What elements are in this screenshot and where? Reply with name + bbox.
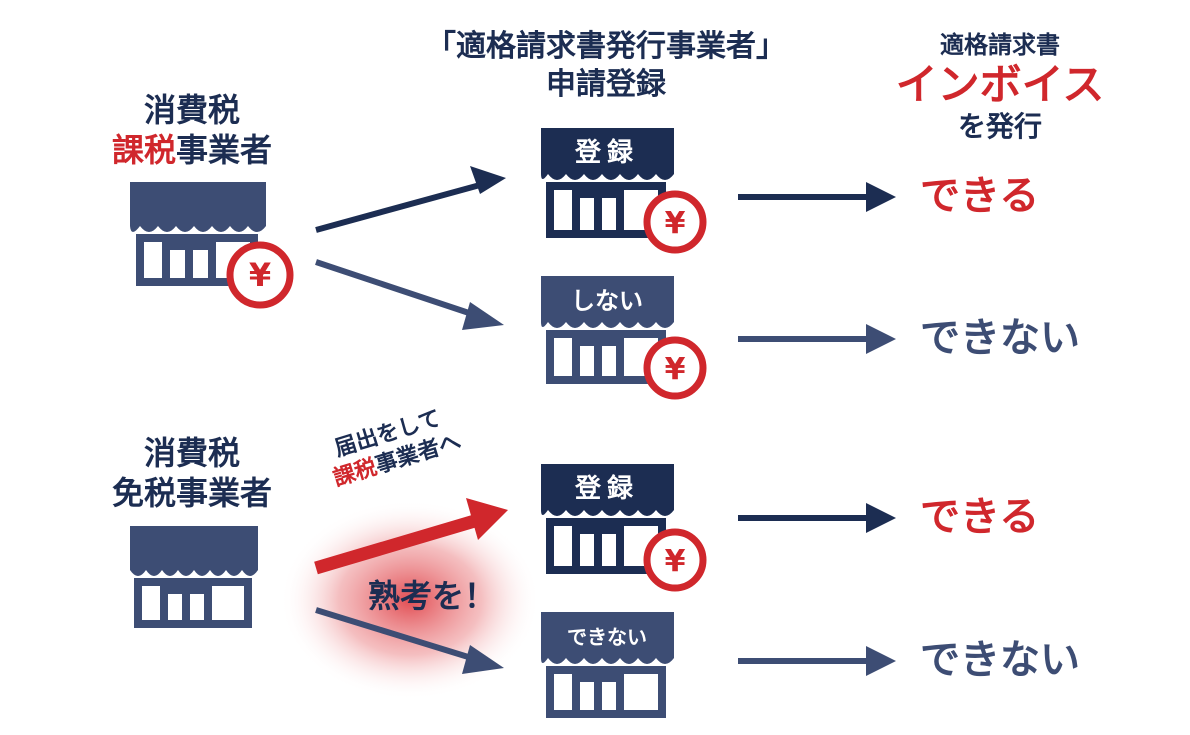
cannot-register-shop-icon (541, 612, 674, 718)
exempt-business-label: 消費税 免税事業者 (112, 433, 272, 513)
registered-shop-icon (541, 128, 674, 238)
arrow-taxable-to-not-registered (315, 259, 504, 330)
shop-label-registered-row1: 登録 (574, 138, 640, 168)
invoice-header-line2: インボイス (895, 60, 1105, 109)
taxable-business-label: 消費税 課税事業者 (112, 90, 272, 170)
outcome-row3: できる (920, 494, 1040, 540)
yen-symbol: ¥ (665, 352, 686, 387)
arrow-row1-outcome (738, 182, 896, 212)
shop-label-cannot-register: できない (567, 625, 647, 649)
yen-coin-icon: ¥ (643, 528, 707, 592)
exempt-shop-icon (130, 526, 258, 628)
registration-header-line2: 申請登録 (546, 67, 666, 102)
shop-label-registered-row3: 登録 (574, 474, 640, 504)
registration-header: 「適格請求書発行事業者」 申請登録 (426, 28, 786, 104)
arrow-row3-outcome (738, 503, 896, 533)
yen-symbol: ¥ (665, 544, 686, 579)
arrow-row4-outcome (738, 646, 896, 676)
yen-symbol: ¥ (665, 206, 686, 241)
invoice-header: 適格請求書 インボイス を発行 (896, 30, 1105, 144)
yen-symbol: ¥ (249, 256, 271, 294)
arrow-exempt-to-registered-red (314, 498, 508, 575)
exempt-prefix: 免税 (111, 474, 176, 512)
taxable-business-line1: 消費税 (143, 91, 240, 129)
taxable-highlight: 課税 (111, 131, 176, 169)
arrow-exempt-to-cannot-register (315, 607, 504, 674)
outcome-row4: できない (920, 637, 1080, 683)
shop-label-not-registered: しない (571, 287, 643, 315)
consider-note: 熟考を！ (368, 577, 497, 615)
arrow-taxable-to-registered (315, 166, 506, 233)
arrow-row2-outcome (738, 324, 896, 354)
yen-coin-icon: ¥ (643, 190, 707, 254)
yen-coin-icon: ¥ (643, 336, 707, 400)
exempt-business-line1: 消費税 (143, 434, 240, 472)
exempt-business-suffix: 事業者 (176, 474, 273, 512)
outcome-row1: できる (920, 173, 1040, 219)
invoice-header-line3: を発行 (957, 110, 1042, 143)
taxable-business-suffix: 事業者 (176, 131, 273, 169)
taxable-business-line2: 課税事業者 (112, 130, 272, 170)
not-registered-shop-icon (541, 276, 674, 384)
invoice-header-line1: 適格請求書 (940, 31, 1060, 59)
exempt-business-line2: 免税事業者 (112, 473, 272, 513)
registration-header-line1: 「適格請求書発行事業者」 (426, 29, 786, 64)
yen-coin-icon: ¥ (226, 241, 294, 309)
outcome-row2: できない (920, 315, 1080, 361)
